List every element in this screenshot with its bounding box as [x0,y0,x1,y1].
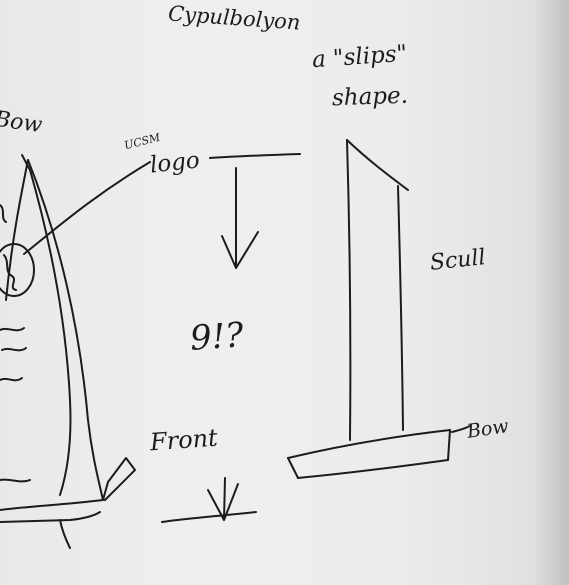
right-boat-base-bottom [297,459,449,479]
shape-word-note: shape. [331,82,409,112]
right-boat-base-left [287,457,299,479]
down-arrow-head [221,231,259,269]
front-underline [161,511,257,523]
right-boat-back-edge [397,185,404,431]
logo-note: logo [148,147,201,179]
left-scribble-4 [0,377,23,382]
right-boat-base-right [447,429,451,461]
left-scribble-3 [1,347,27,352]
left-scribble-2 [0,327,25,332]
scull-label: Scull [428,245,487,276]
left-boat-base [0,457,136,511]
right-boat-base-top [287,429,451,459]
front-arrow-head [207,483,239,521]
logo-circle [0,243,35,297]
left-boat-top-tip [21,154,31,171]
left-boat-keel [59,519,71,549]
right-boat-top-edge [346,139,409,191]
logo-scribble [3,254,17,291]
page-edge-shadow [533,0,569,585]
left-boat-inner-curve [29,169,72,496]
left-scribble-1 [0,204,7,223]
left-boat-edge [5,159,29,301]
right-bow-tick [451,425,471,433]
logo-arrow-line [209,153,301,159]
front-arrow-shaft [223,477,226,521]
left-boat-bottom [0,511,101,523]
logo-leader-line [23,161,151,255]
left-scribble-5 [0,478,31,483]
left-boat-outer-curve [27,159,104,501]
question-note: 9!? [188,315,245,359]
right-boat-front-edge [346,139,352,441]
front-label: Front [149,423,219,457]
bow-label-left: Bow [0,106,44,139]
